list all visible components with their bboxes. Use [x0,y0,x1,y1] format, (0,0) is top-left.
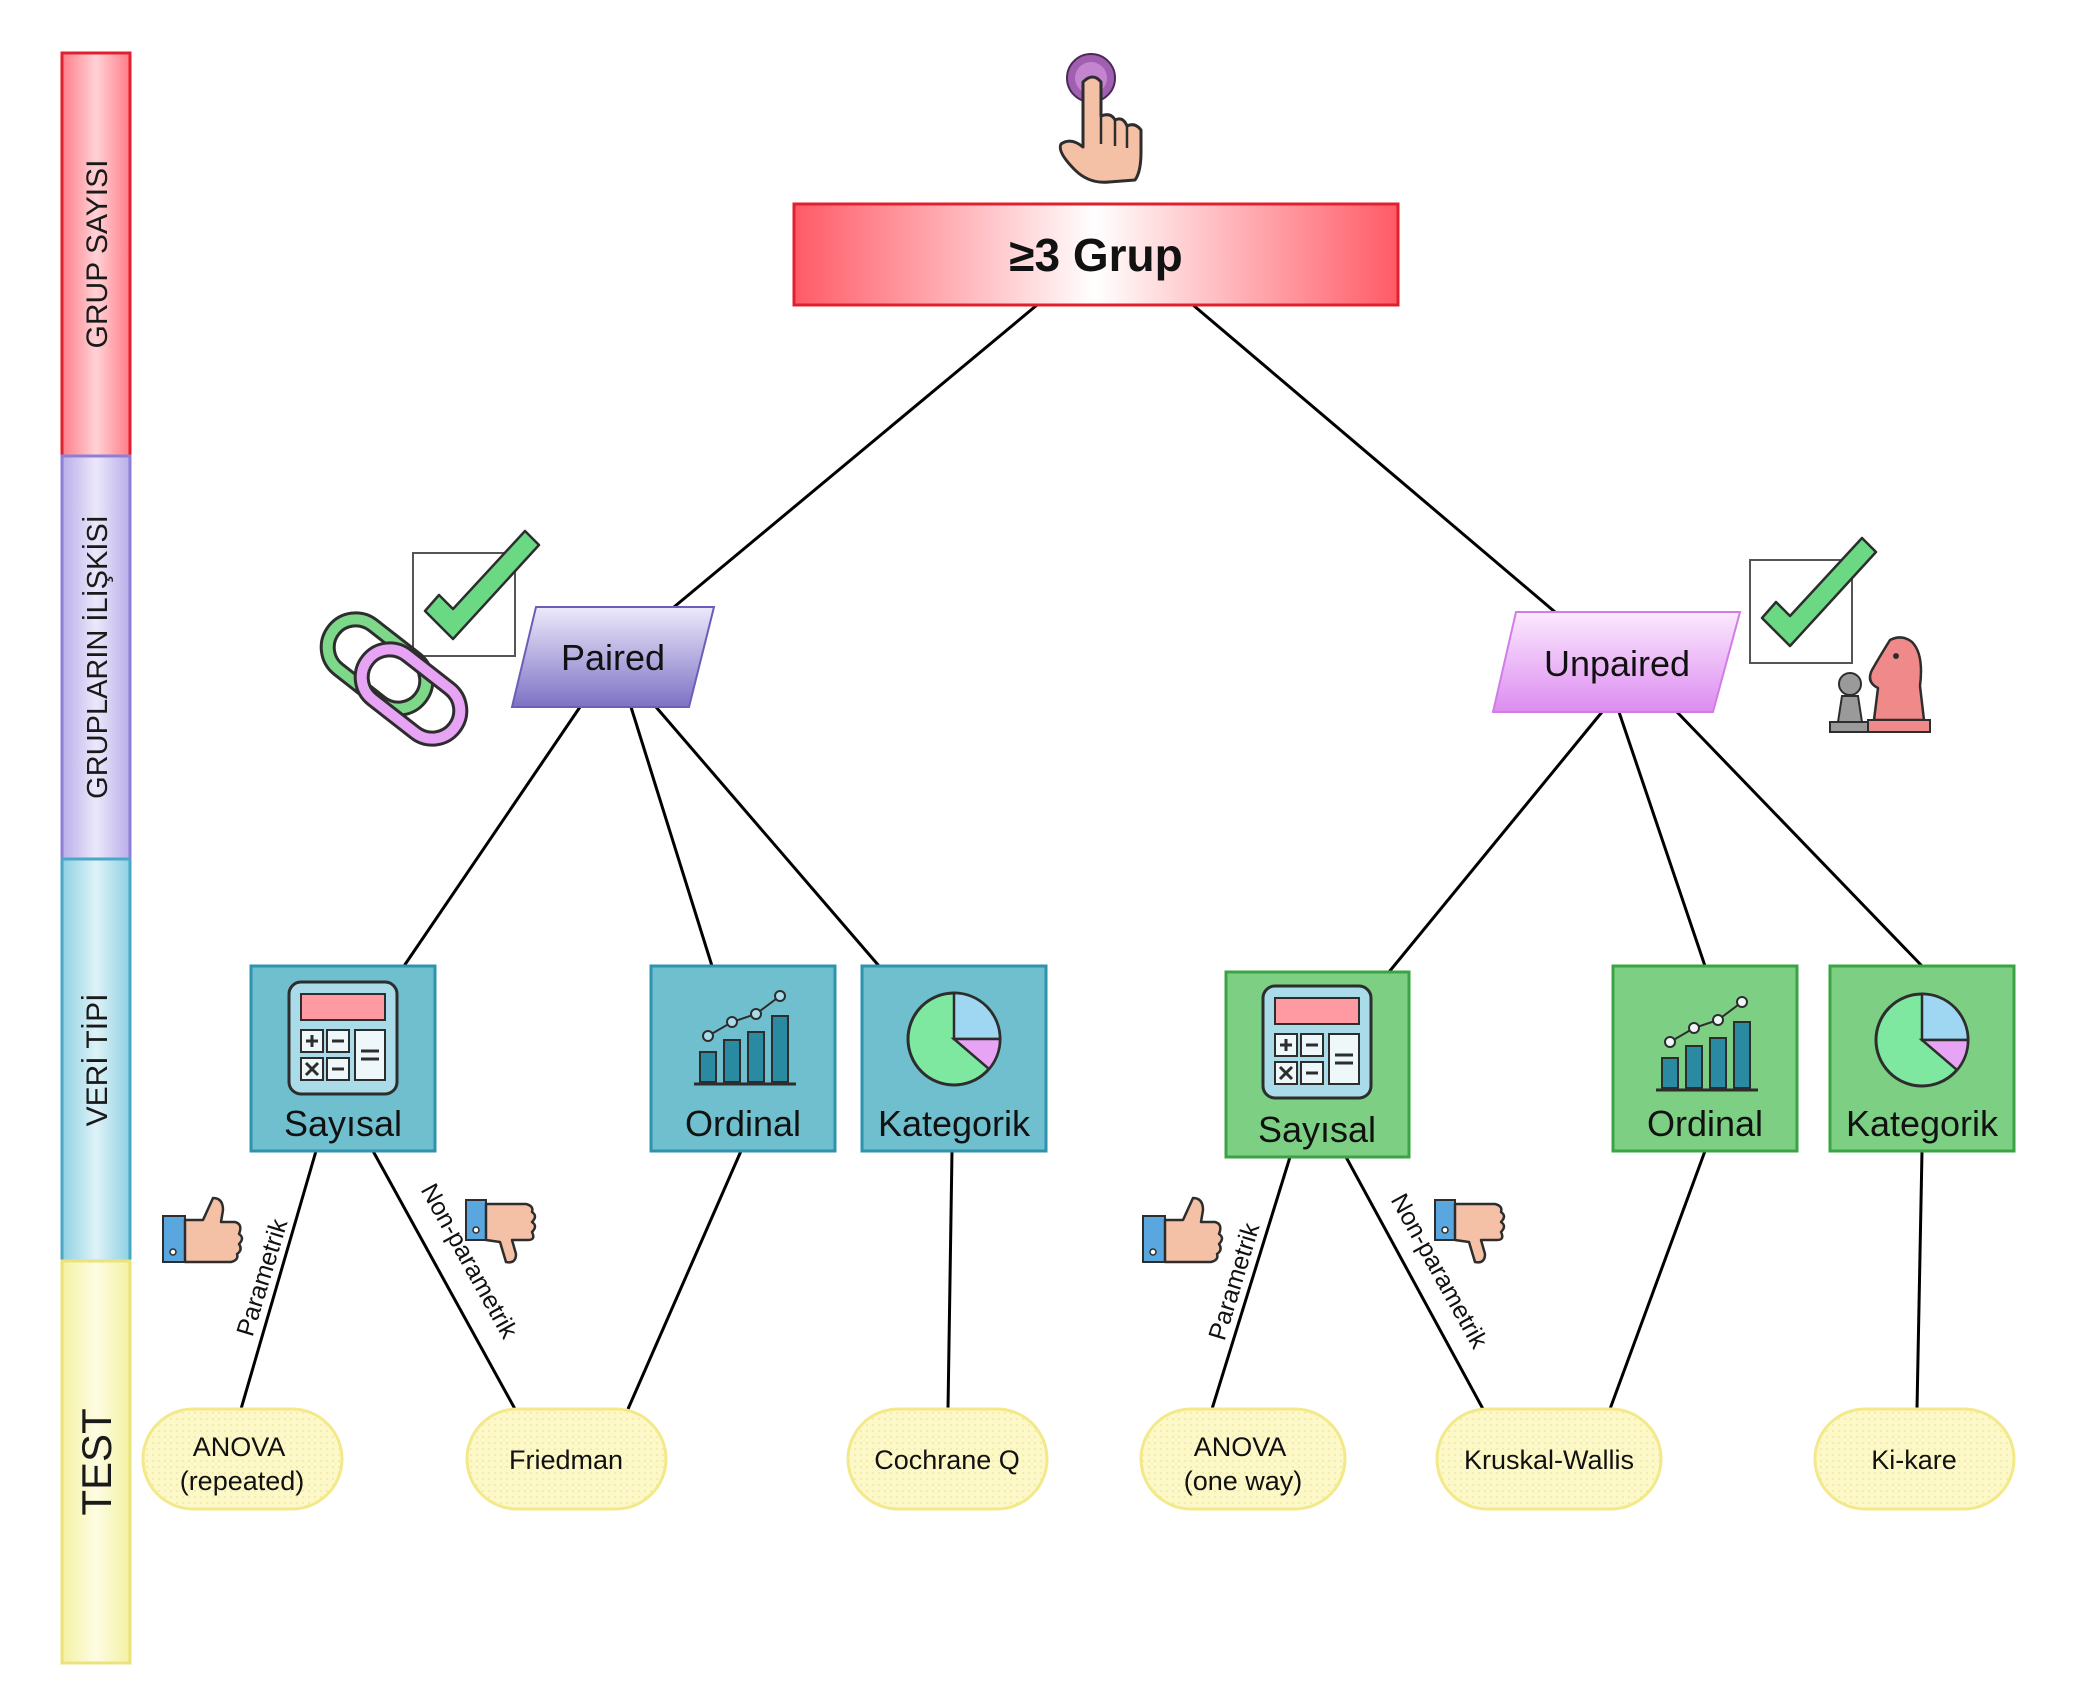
paired-ordinal-label: Ordinal [685,1103,801,1144]
calculator-icon [1261,984,1373,1100]
unpaired-ordinal-label: Ordinal [1647,1103,1763,1144]
unpaired-node[interactable]: Unpaired [1491,611,1742,713]
chain-link-icon [319,611,469,747]
test-label-anova-repeated-line1: ANOVA [193,1432,286,1462]
edge-unpaired-ordinal [1617,711,1707,967]
edge-unpaired-kategorik [1675,710,1924,968]
unpaired-kategorik-label: Kategorik [1846,1103,1999,1144]
lane-label-test: TEST [73,1408,120,1515]
edge-sayisal-anova-repeated [239,1150,318,1410]
test-label-friedman: Friedman [509,1445,623,1475]
bar-chart-icon [1656,996,1758,1092]
paired-sayisal-label: Sayısal [284,1103,402,1144]
paired-sayisal-node[interactable]: Sayısal [249,964,437,1153]
bar-chart-icon [694,990,796,1086]
edge-ordinal-friedman [626,1150,743,1410]
unpaired-sayisal-node[interactable]: Sayısal [1224,970,1411,1159]
edge-unpaired-sayisal [1387,711,1604,973]
calculator-icon [287,980,399,1096]
edge-sayisal-friedman [371,1150,517,1410]
root-label: ≥3 Grup [1009,229,1183,281]
edge-root-unpaired [1192,303,1556,614]
test-anova-repeated[interactable]: ANOVA (repeated) [141,1407,344,1511]
thumbs-down-icon [1434,1199,1506,1264]
chess-pieces-icon [1829,636,1931,733]
svg-text:ANOVA (one way): ANOVA (one way) [1184,1432,1303,1496]
test-label-kruskal-wallis: Kruskal-Wallis [1464,1445,1634,1475]
paired-kategorik-node[interactable]: Kategorik [860,964,1048,1153]
test-ki-kare[interactable]: Ki-kare [1813,1407,2016,1511]
paired-kategorik-label: Kategorik [878,1103,1031,1144]
lane-test: TEST [60,1259,132,1665]
lane-veri-tipi: VERİ TİPİ [60,857,132,1263]
pointing-hand-icon [1058,53,1143,184]
edge-ordinal-kruskal [1608,1150,1707,1410]
paired-ordinal-node[interactable]: Ordinal [649,964,837,1153]
edge-sayisal-kruskal [1344,1156,1485,1410]
paired-label: Paired [561,637,665,678]
thumbs-up-icon [162,1196,244,1264]
edge-kategorik-cochrane [946,1150,954,1410]
test-label-anova-repeated-line2: (repeated) [180,1466,305,1496]
unpaired-label: Unpaired [1544,643,1690,684]
unpaired-ordinal-node[interactable]: Ordinal [1611,964,1799,1153]
test-label-anova-oneway-line1: ANOVA [1194,1432,1287,1462]
pie-chart-icon [1874,992,1970,1088]
pie-chart-icon [906,991,1002,1087]
edge-paired-sayisal [402,706,582,967]
edge-root-paired [673,303,1038,609]
unpaired-sayisal-label: Sayısal [1258,1109,1376,1150]
svg-text:ANOVA (repeated): ANOVA (repeated) [180,1432,305,1496]
edge-sayisal-anova-oneway [1210,1156,1292,1410]
test-kruskal-wallis[interactable]: Kruskal-Wallis [1435,1407,1663,1511]
lane-label-grup-sayisi: GRUP SAYISI [81,160,114,349]
test-anova-oneway[interactable]: ANOVA (one way) [1139,1407,1347,1511]
lane-label-gruplarin-iliskisi: GRUPLARIN İLİŞKİSİ [81,515,114,799]
lane-grup-sayisi: GRUP SAYISI [60,51,132,458]
edge-paired-ordinal [629,706,714,967]
edge-paired-kategorik [654,706,881,967]
thumbs-down-icon [465,1199,537,1264]
thumbs-up-icon [1142,1196,1224,1264]
test-label-cochrane-q: Cochrane Q [874,1445,1020,1475]
root-node[interactable]: ≥3 Grup [792,202,1400,307]
unpaired-kategorik-node[interactable]: Kategorik [1828,964,2016,1153]
lane-label-veri-tipi: VERİ TİPİ [81,994,114,1127]
check-icon [412,529,541,657]
connectors [239,303,1924,1410]
check-icon [1749,536,1878,664]
test-label-anova-oneway-line2: (one way) [1184,1466,1303,1496]
test-friedman[interactable]: Friedman [465,1407,668,1511]
paired-node[interactable]: Paired [510,606,716,708]
test-cochrane-q[interactable]: Cochrane Q [846,1407,1049,1511]
test-label-ki-kare: Ki-kare [1871,1445,1957,1475]
lane-gruplarin-iliskisi: GRUPLARIN İLİŞKİSİ [60,454,132,861]
edge-kategorik-kikare [1915,1150,1924,1410]
